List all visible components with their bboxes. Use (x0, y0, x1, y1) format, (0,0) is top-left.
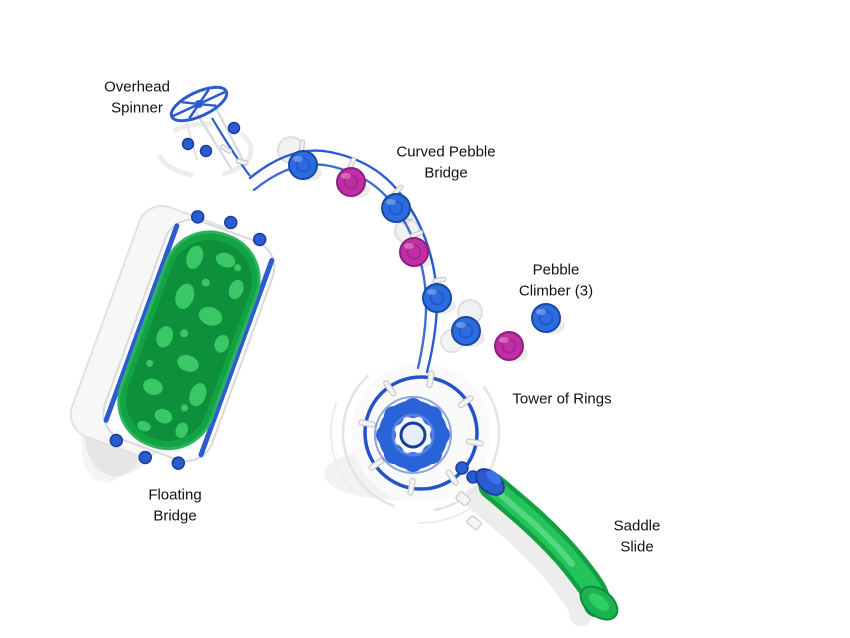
spinner-posts (181, 121, 241, 158)
label-saddle-slide: Saddle Slide (613, 517, 661, 555)
pebble-climber-graphic (451, 303, 565, 362)
bridge-posts (109, 210, 267, 470)
bridge-rail-left (103, 223, 180, 423)
pebble-magenta (399, 237, 429, 267)
pebble-magenta (336, 167, 366, 197)
label-floating-bridge: Floating Bridge (148, 486, 202, 524)
tower-top-rings (374, 396, 452, 474)
pebble-blue (381, 193, 411, 223)
overhead-spinner-graphic (169, 85, 251, 177)
label-tower-of-rings: Tower of Rings (512, 390, 612, 408)
pebble-blue (422, 283, 452, 313)
bridge-texture-blobs (137, 245, 244, 439)
pebble-blue (288, 150, 318, 180)
floating-bridge-graphic (102, 210, 276, 470)
label-pebble-climber: Pebble Climber (3) (518, 261, 594, 299)
label-overhead-spinner: Overhead Spinner (104, 78, 170, 116)
pebble-magenta (494, 331, 524, 361)
bridge-rail-right (198, 257, 275, 458)
ring-posts (358, 370, 484, 496)
tower-of-rings-graphic (358, 370, 484, 496)
bridge-pebbles (288, 150, 456, 314)
pebble-blue (451, 316, 481, 346)
rail-posts (298, 139, 447, 284)
saddle-seat (475, 468, 505, 496)
pebble-blue (531, 303, 561, 333)
label-curved-pebble-bridge: Curved Pebble Bridge (396, 143, 496, 181)
outer-ring (363, 375, 479, 491)
saddle-slide-graphic (455, 468, 619, 621)
